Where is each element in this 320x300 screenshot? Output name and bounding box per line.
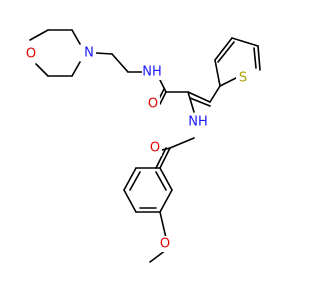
vinyl-bridge [187,85,221,113]
nh-amide-top-label: NH [142,65,162,80]
thiophene-ring [214,37,261,87]
oxygen-carbonyl-bottom-label: O [150,141,160,156]
amide-bottom [155,137,195,169]
molecule-canvas: O N NH O S NH O O [24,29,261,263]
nh-amide-bottom-label: NH [188,115,208,130]
sulfur-thiophene-label: S [239,71,247,86]
oxygen-morpholine-label: O [26,47,36,62]
oxygen-methoxy-label: O [160,237,170,252]
oxygen-carbonyl-top-label: O [148,97,158,112]
benzene-ring [123,167,173,213]
amide-top [157,79,189,105]
nitrogen-morpholine-label: N [84,46,94,61]
atom-labels: O N NH O S NH O O [24,45,250,252]
ethyl-linker [95,52,143,73]
morpholine-ring [29,29,81,77]
molecule-structure: O N NH O S NH O O [24,29,261,263]
